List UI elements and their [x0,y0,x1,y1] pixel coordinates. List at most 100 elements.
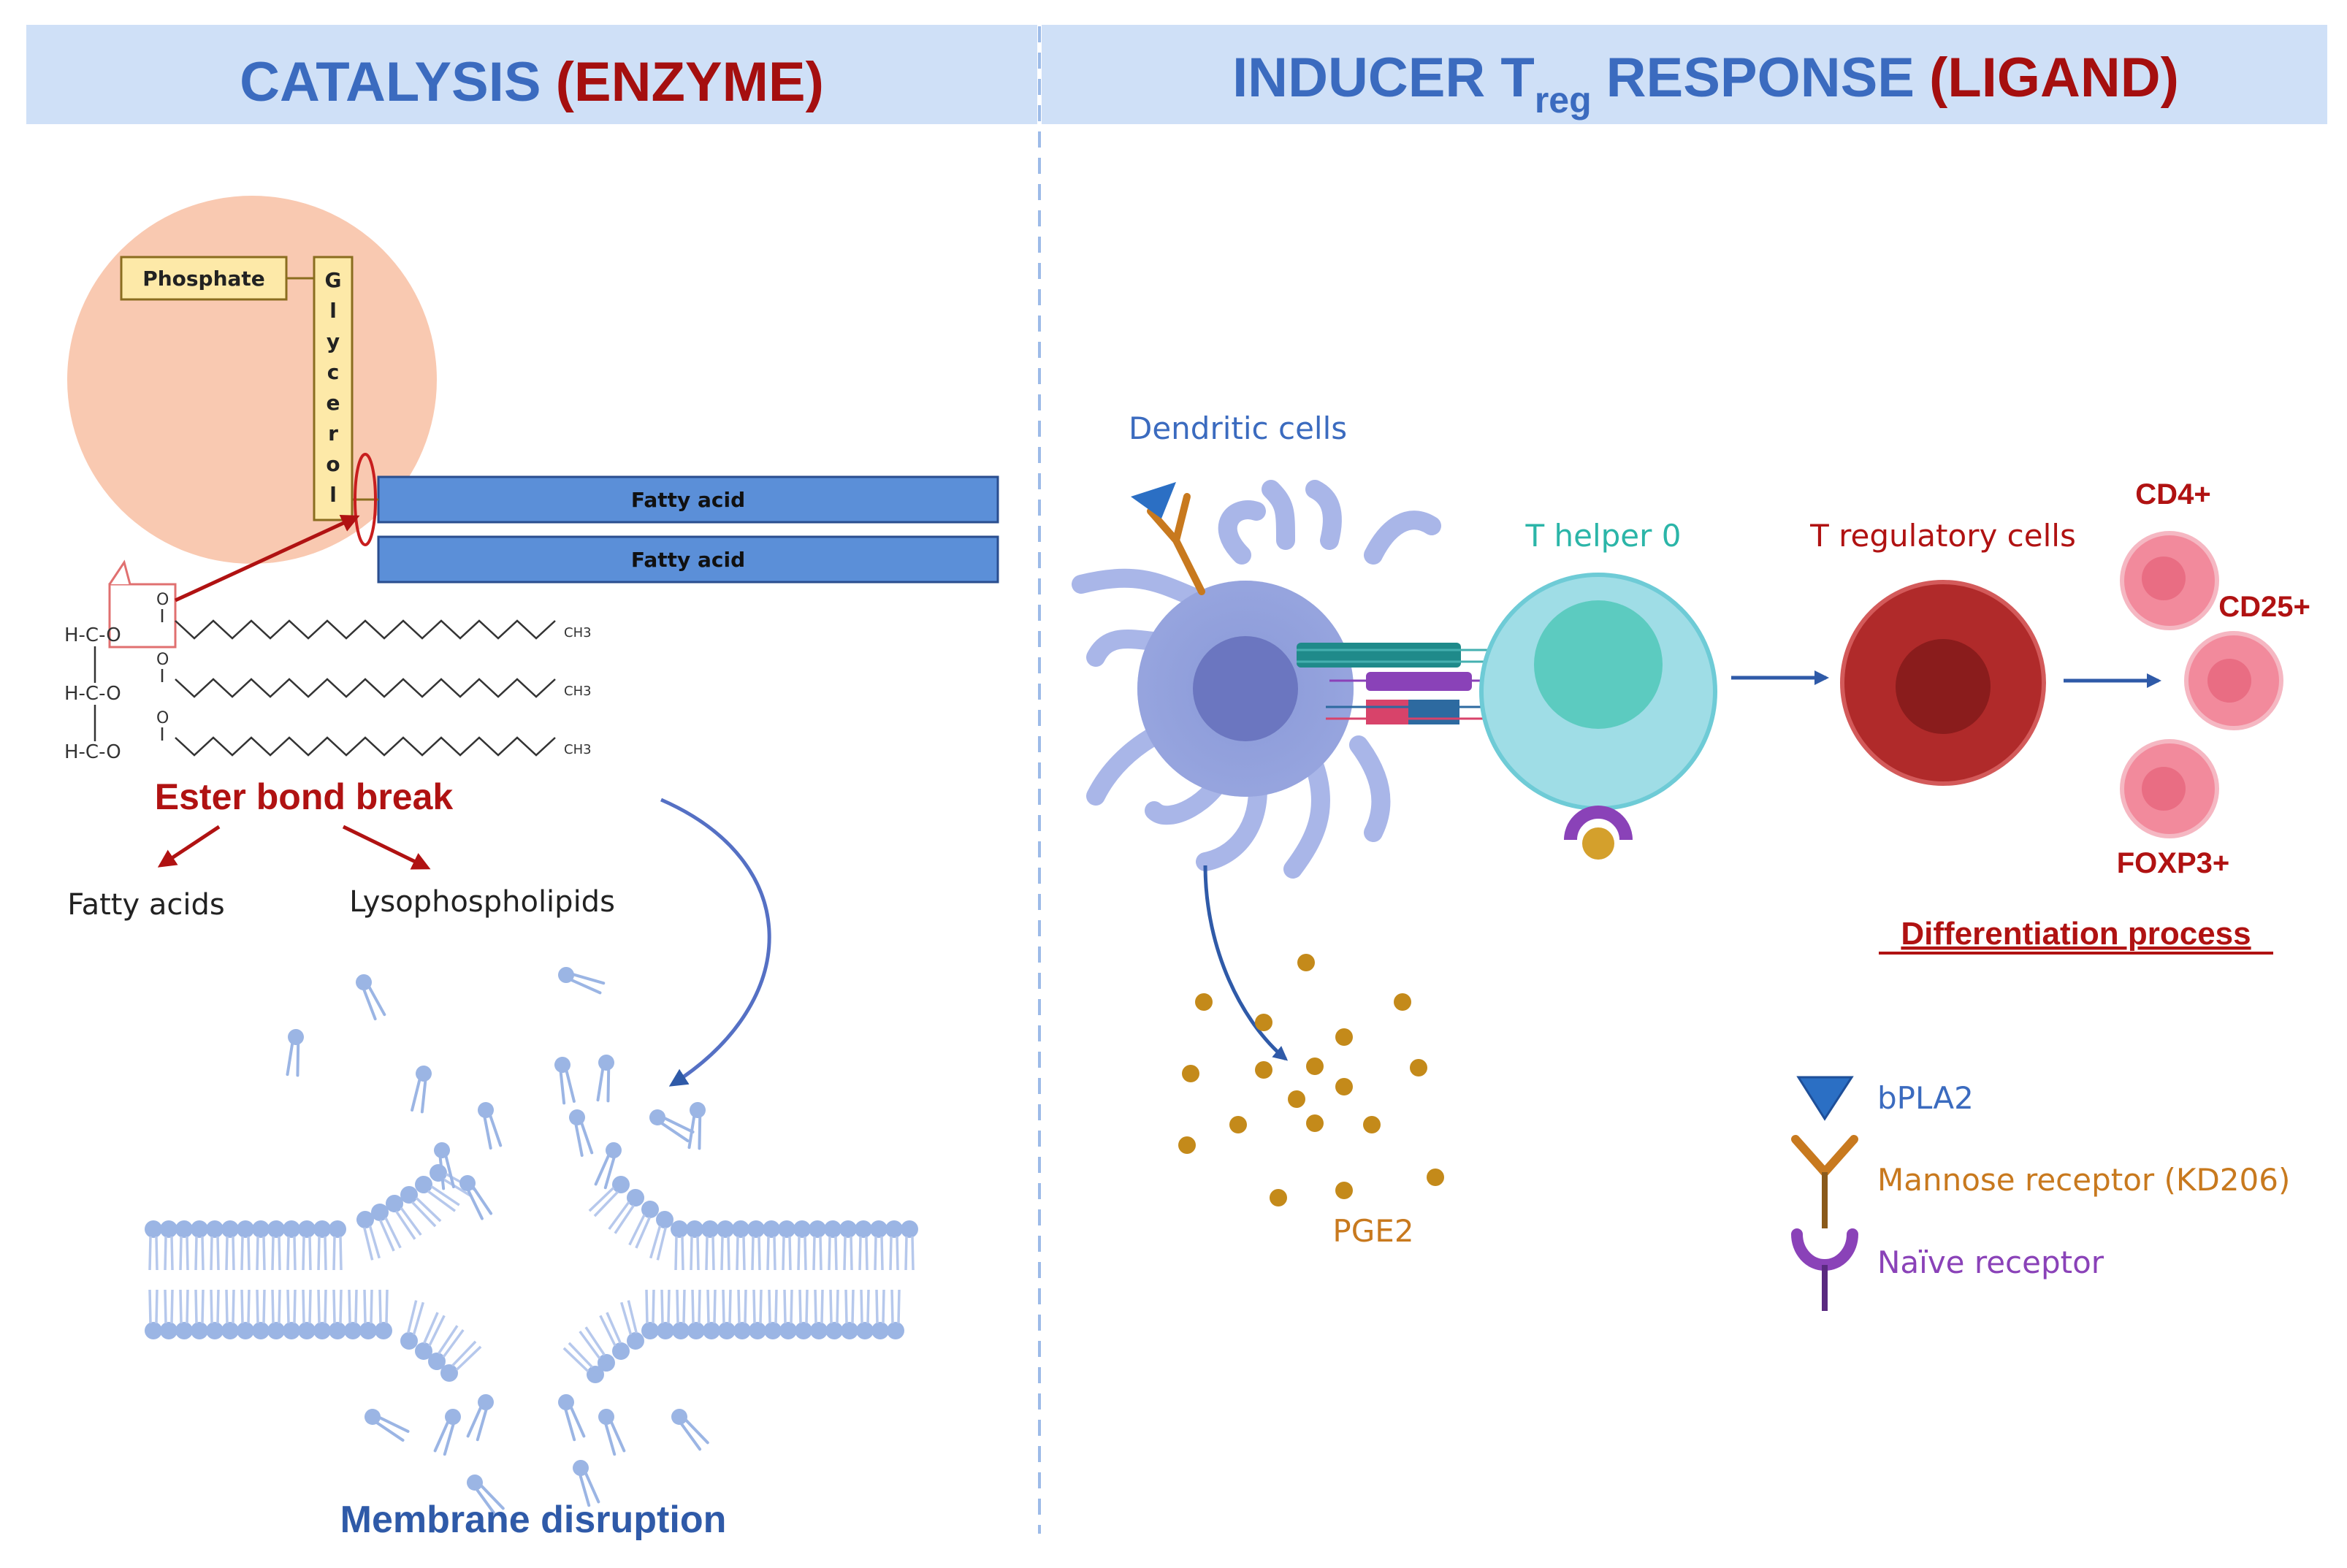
membrane-lipid-top [174,1219,194,1271]
phosphate-box [120,256,288,301]
ch3-label-2: CH3 [564,684,592,699]
lysophospholipid [359,1404,411,1445]
pge2-molecules [1178,954,1444,1206]
t-regulatory-label: T regulatory cells [1809,518,2076,554]
pge2-dot [1255,1014,1272,1031]
pge2-dot [1306,1114,1324,1132]
bpla2-bound-icon [1131,482,1176,519]
pge2-dot [1182,1065,1199,1082]
pge2-dot [1270,1189,1287,1206]
differentiation-label: Differentiation process [1901,916,2251,952]
membrane-lipid-bottom [855,1288,875,1341]
fatty-acid-bar-2 [377,535,999,584]
lysophospholipid [351,970,389,1022]
lysophospholipid [552,1054,579,1106]
membrane-lipid-bottom [793,1288,814,1341]
carbonyl-o: O [156,709,169,727]
cd25-label: CD25+ [2218,591,2310,623]
ch3-label-1: CH3 [564,625,592,640]
fatty-acid-chain-2 [175,678,556,698]
carbonyl-o: O [156,591,169,609]
pge2-label: PGE2 [1332,1213,1413,1249]
pge2-dot [1335,1028,1353,1046]
membrane-lipid-top [159,1219,179,1271]
membrane-lipid-top [807,1219,828,1271]
legend: bPLA2 Mannose receptor (KD206) Naïve rec… [1791,1076,2290,1311]
membrane-lipid-bottom [220,1288,240,1341]
fatty-acid-chain-1 [175,619,556,640]
membrane-lipid-top [266,1219,286,1271]
pge2-dot [1410,1059,1427,1076]
membrane-lipid-bottom [312,1288,332,1341]
arrow-to-fatty-acids [157,825,221,868]
lysophospholipid [684,1100,708,1150]
mhc-complex-1 [1297,643,1461,668]
loose-lipids [283,963,711,1518]
fatty-acids-label: Fatty acids [67,888,224,922]
membrane-lipid-top [853,1219,874,1271]
membrane-lipid-bottom [732,1288,752,1341]
membrane-lipid-bottom [839,1288,860,1341]
membrane-lipid-top [281,1219,302,1271]
pge2-dot [1288,1090,1305,1108]
naive-receptor-legend-icon [1791,1228,1858,1271]
mannose-receptor-legend-icon [1791,1135,1858,1177]
lysophospholipid [565,1106,597,1158]
pge2-dot [1363,1116,1381,1133]
carbonyl-o: O [156,651,169,669]
triglyceride-structure: H-C-O H-C-O H-C-O O O O CH3 CH3 CH3 [64,559,592,763]
glycerol-letter: c [327,360,340,384]
header-left-bg [26,25,1037,124]
lysophospholipid [430,1404,465,1457]
membrane-lipid-top [220,1219,240,1271]
lysophospholipids-label: Lysophospholipids [349,885,615,919]
disruption-arrow [660,798,771,1087]
membrane-lipid-bottom [824,1288,844,1341]
header-right-bg [1042,25,2327,124]
membrane-lipid-bottom [373,1288,394,1341]
membrane-lipid-top [730,1219,751,1271]
membrane-lipid-bottom [143,1288,164,1341]
membrane-lipid-bottom [671,1288,691,1341]
dendritic-cells-label: Dendritic cells [1129,410,1347,446]
legend-naive-label: Naïve receptor [1877,1244,2104,1280]
membrane-lipid-top [700,1219,720,1271]
hco-label-1: H-C-O [64,624,121,646]
glycerol-letter: y [327,329,340,353]
membrane-lipid-bottom [235,1288,256,1341]
membrane-lipid-bottom [686,1288,706,1341]
ester-bond-highlight [354,453,377,546]
t-helper-0-nucleus [1534,600,1663,729]
membrane-lipid-edge [603,1184,649,1238]
membrane-lipid-bottom [266,1288,286,1341]
pge2-dot [1178,1136,1196,1154]
membrane-lipid-top [312,1219,332,1271]
membrane-lipid-top [869,1219,889,1271]
lysophospholipid [408,1063,435,1114]
dc-mannose-receptor [1131,482,1205,595]
membrane-lipid-bottom [778,1288,798,1341]
ch3-label-3: CH3 [564,742,592,757]
membrane-lipid-bottom [297,1288,317,1341]
lysophospholipid [594,1404,629,1457]
lysophospholipid [463,1390,498,1442]
membrane-lipid-bottom [640,1288,660,1341]
membrane-lipid-top [715,1219,736,1271]
membrane-lipid-top [761,1219,782,1271]
pge2-dot [1335,1182,1353,1199]
membrane-lipid-bottom [159,1288,179,1341]
membrane-lipid-top [746,1219,766,1271]
bpla2-legend-icon [1796,1076,1854,1121]
membrane-bilayer [143,1159,920,1388]
lysophospholipid [644,1104,696,1145]
header-left-title: CATALYSIS(ENZYME) [240,51,824,113]
membrane-lipid-top [684,1219,705,1271]
membrane-disruption-label: Membrane disruption [340,1499,727,1541]
membrane-lipid-top [884,1219,904,1271]
membrane-lipid-bottom [251,1288,271,1341]
membrane-lipid-top [669,1219,690,1271]
foxp3-nucleus [2142,767,2186,811]
lysophospholipid [666,1404,711,1453]
glycerol-box [313,256,354,521]
